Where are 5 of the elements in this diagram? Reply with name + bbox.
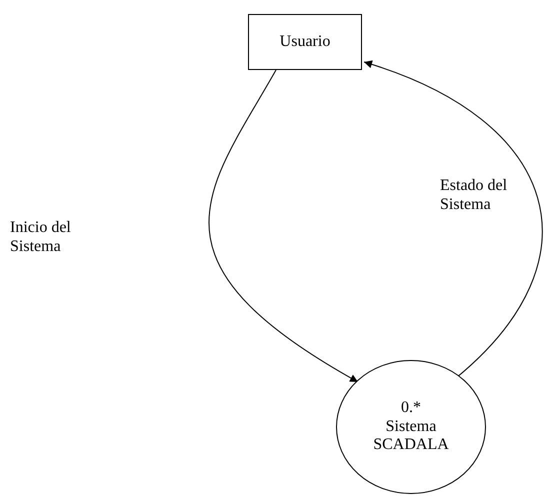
arrow [364, 60, 543, 378]
node-label: Sistema SCADALA [372, 418, 450, 455]
arrow [208, 70, 358, 382]
node-label: Usuario [280, 32, 330, 52]
process-number: 0.* [401, 399, 421, 418]
